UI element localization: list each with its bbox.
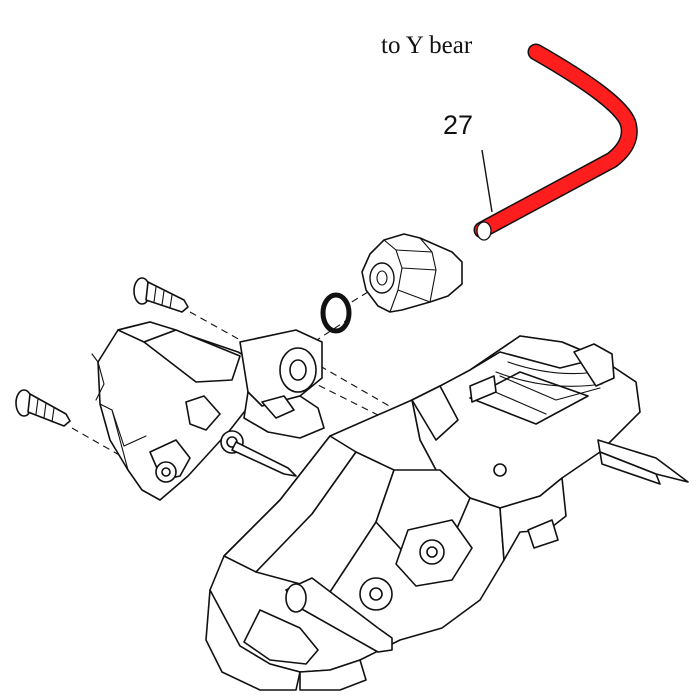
- red-air-hose: [473, 43, 638, 241]
- o-ring: [320, 292, 352, 334]
- hose-end-opening: [476, 221, 492, 241]
- right-base-assembly: [205, 335, 689, 691]
- screw-upper: [133, 277, 189, 313]
- left-bracket-assembly: [91, 321, 325, 501]
- hose-destination-label: to Y bear: [381, 32, 473, 59]
- part-number-callout: 27: [443, 110, 473, 140]
- screw-lower: [15, 389, 71, 427]
- hex-nut-fitting: [361, 233, 463, 313]
- callout-leader-line: [481, 149, 493, 213]
